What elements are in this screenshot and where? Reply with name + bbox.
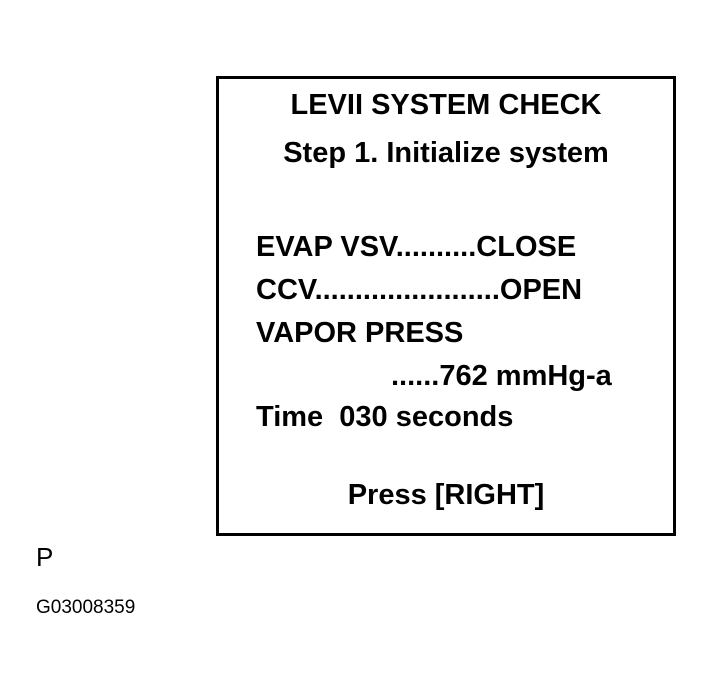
tester-display-panel: LEVII SYSTEM CHECK Step 1. Initialize sy… — [216, 76, 676, 536]
vapor-press-label: VAPOR PRESS — [256, 317, 464, 349]
evap-vsv-row: EVAP VSV..........CLOSE — [256, 231, 577, 263]
ccv-row: CCV.......................OPEN — [256, 274, 583, 306]
time-row: Time 030 seconds — [256, 401, 514, 433]
step-label: Step 1. Initialize system — [283, 137, 609, 169]
screen-title: LEVII SYSTEM CHECK — [290, 89, 602, 121]
figure-marker: P — [36, 542, 54, 572]
vapor-press-value: ......762 mmHg-a — [391, 360, 612, 392]
press-right-prompt: Press [RIGHT] — [347, 479, 545, 511]
figure-code: G03008359 — [36, 597, 136, 618]
